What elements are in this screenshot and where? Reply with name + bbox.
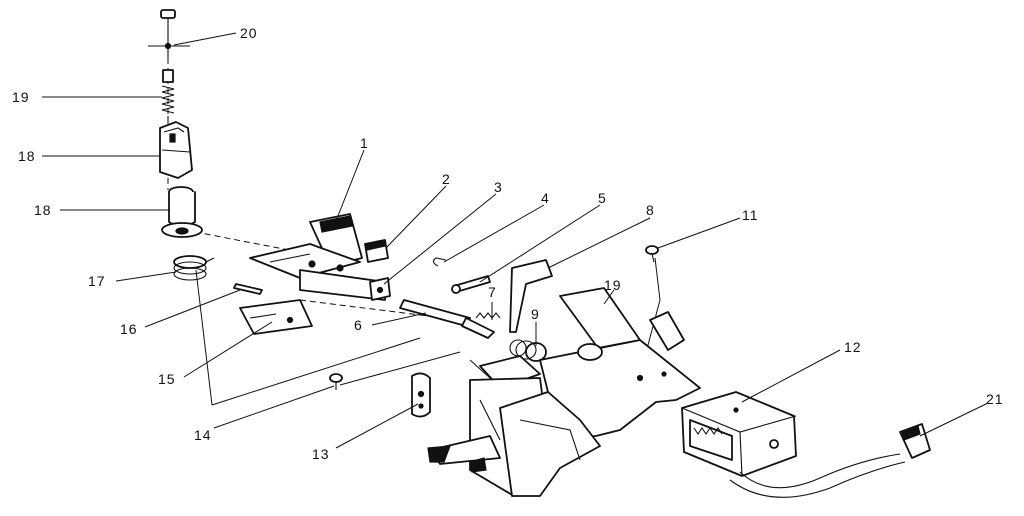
callout-11: 11: [742, 207, 759, 223]
callout-leaders: [42, 32, 989, 449]
callout-15: 15: [158, 371, 176, 387]
part-18-lower-cylinder: [161, 186, 203, 238]
part-15-bracket-plate: [239, 299, 313, 335]
part-8-arm: [509, 259, 553, 333]
part-11-screw: [645, 245, 659, 263]
callout-3: 3: [494, 179, 503, 195]
callout-19: 19: [12, 89, 30, 105]
callout-13: 13: [312, 446, 330, 462]
main-frame: [427, 287, 701, 497]
part-17-coil-spring: [173, 255, 215, 281]
part-6-shaft: [399, 299, 495, 339]
part-12-solenoid: [681, 391, 797, 477]
callout-12: 12: [844, 339, 862, 355]
callout-20: 20: [240, 25, 258, 41]
callout-4: 4: [541, 190, 550, 206]
callout-2: 2: [442, 171, 451, 187]
callout-21: 21: [986, 391, 1004, 407]
part-16-pin: [233, 283, 263, 295]
part-4-e-ring: [432, 257, 447, 267]
callout-7: 7: [488, 284, 497, 300]
part-20-screw: [148, 9, 190, 58]
callout-18-upper: 18: [18, 148, 36, 164]
part-14-screw: [329, 373, 343, 390]
callout-labels: 20 19 18 18 17 16 15 14 13 1 2 3 4 5 6 7…: [12, 25, 1004, 462]
part-13-lever: [411, 372, 431, 418]
callout-19-right: 19: [604, 277, 622, 293]
callout-8: 8: [646, 202, 655, 218]
callout-9: 9: [531, 306, 540, 322]
part-19-spring: [161, 69, 175, 120]
part-7-spring: [475, 312, 501, 319]
callout-5: 5: [598, 190, 607, 206]
callout-6: 6: [354, 317, 363, 333]
part-2-block: [364, 239, 389, 263]
callout-14: 14: [194, 427, 212, 443]
callout-1: 1: [360, 135, 369, 151]
callout-18-lower: 18: [34, 202, 52, 218]
callout-17: 17: [88, 273, 106, 289]
part-5-pin: [451, 275, 491, 294]
part-1-bracket: [249, 213, 386, 301]
callout-16: 16: [120, 321, 138, 337]
part-21-connector-with-wires: [729, 423, 931, 498]
part-18-upper-housing: [159, 121, 193, 179]
